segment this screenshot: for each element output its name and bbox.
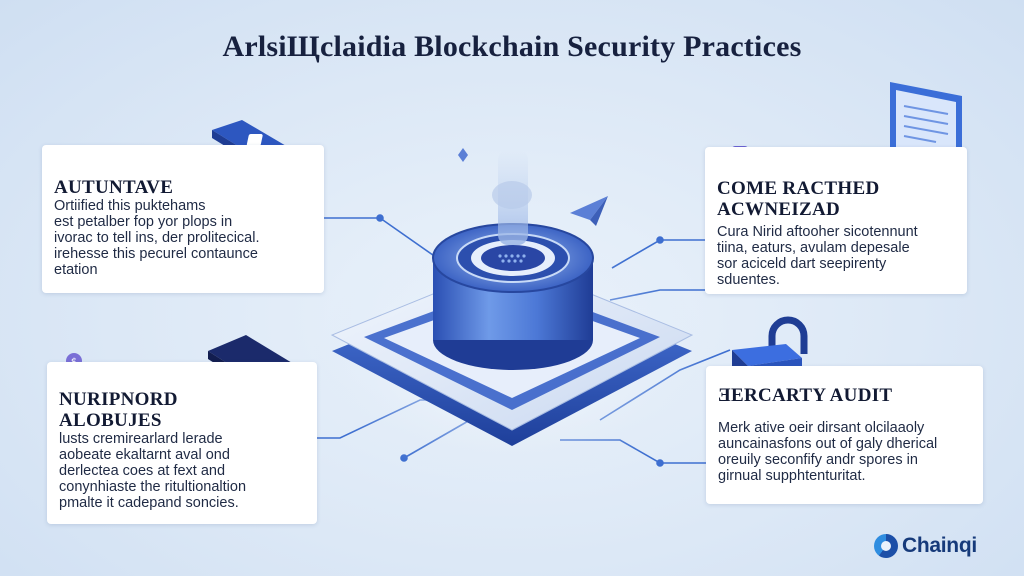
card-heading-line: ALOBUJES: [59, 410, 162, 431]
card-heading-line: ACWNEIZAD: [717, 199, 841, 220]
card-heading: AUTUNTAVE: [54, 177, 174, 198]
logo-mark-icon: [874, 534, 898, 558]
card-body-line: sor aciceld dart seepirenty: [717, 256, 887, 272]
card-body-line: est petalber fop yor plops in: [54, 214, 233, 230]
card-body-line: etation: [54, 262, 98, 278]
card-body-line: conynhiaste the ritultionaltion: [59, 479, 247, 495]
card-heading-line: NURIPNORD: [59, 389, 178, 410]
card-heading: NURIPNORD ALOBUJES: [59, 389, 305, 431]
card-bottom-right: ƎERCARTY AUDIT Merk ative oeir dirsant o…: [706, 366, 983, 504]
card-body: Ortiified this puktehams est petalber fo…: [54, 198, 312, 278]
page-title: ArlsiЩclaidia Blockchain Security Practi…: [222, 30, 802, 63]
card-body: Merk ative oeir dirsant olcilaaoly aunca…: [718, 420, 971, 484]
card-body-line: oreuily seconfify andr spores in: [718, 452, 918, 468]
card-body-line: Merk ative oeir dirsant olcilaaoly: [718, 420, 925, 436]
card-heading-line: COME RACTHED: [717, 178, 880, 199]
card-heading: ƎERCARTY AUDIT: [718, 385, 893, 406]
card-body-line: sduentes.: [717, 272, 780, 288]
card-body: lusts cremirearlard lerade aobeate ekalt…: [59, 431, 305, 511]
paper-plane-icon: [570, 196, 608, 226]
logo-text: Chainqi: [902, 534, 977, 557]
card-body-line: irehesse this pecurel contaunce: [54, 246, 258, 262]
card-body-line: auncainasfons out of galy dherical: [718, 436, 938, 452]
card-body: Cura Nirid aftooher sicotennunt tiina, e…: [717, 224, 955, 288]
card-body-line: ivorac to tell ins, der prolitecical.: [54, 230, 260, 246]
card-top-right: COME RACTHED ACWNEIZAD Cura Nirid aftooh…: [705, 147, 967, 294]
card-body-line: derlectea coes at fext and: [59, 463, 226, 479]
brand-logo: Chainqi: [874, 531, 977, 561]
card-body-line: Cura Nirid aftooher sicotennunt: [717, 224, 918, 240]
card-bottom-left: NURIPNORD ALOBUJES lusts cremirearlard l…: [47, 362, 317, 524]
card-body-line: girnual supphtenturitat.: [718, 468, 866, 484]
card-heading: COME RACTHED ACWNEIZAD: [717, 178, 955, 220]
card-body-line: lusts cremirearlard lerade: [59, 431, 223, 447]
sparkle-icon: [458, 148, 468, 162]
card-body-line: aobeate ekaltarnt aval ond: [59, 447, 230, 463]
card-body-line: Ortiified this puktehams: [54, 198, 206, 214]
database-server-icon: [432, 223, 594, 370]
card-body-line: tiina, eaturs, avulam depesale: [717, 240, 910, 256]
card-body-line: pmalte it cadepand soncies.: [59, 495, 239, 511]
card-top-left: AUTUNTAVE Ortiified this puktehams est p…: [42, 145, 324, 293]
